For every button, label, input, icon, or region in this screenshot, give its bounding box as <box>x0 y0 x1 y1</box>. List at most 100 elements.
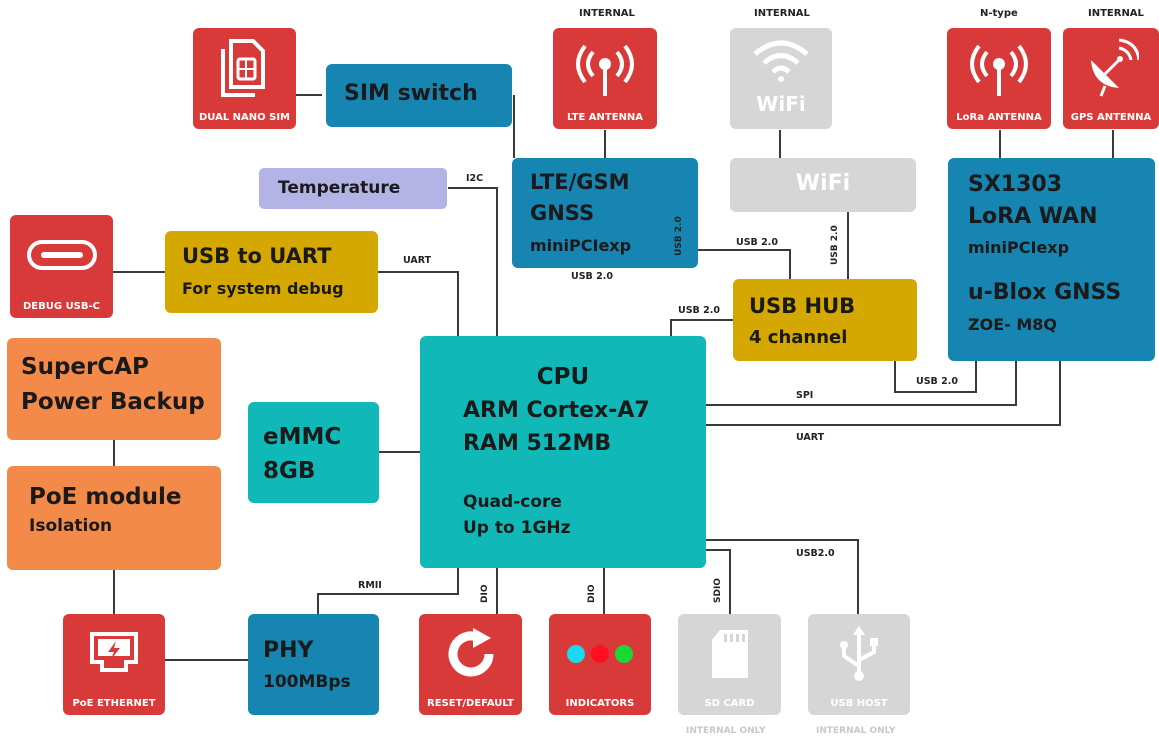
uart-lora-label: UART <box>796 432 825 443</box>
poe-line2: Isolation <box>29 516 113 536</box>
cpu-line1: CPU <box>536 364 590 390</box>
wifi-label: WiFi <box>795 171 851 196</box>
wire-rmii <box>317 568 459 614</box>
sim-switch-label: SIM switch <box>344 81 478 106</box>
cpu-line2: ARM Cortex-A7 <box>463 398 650 423</box>
wire-cpu-hub <box>670 319 733 336</box>
wire-hub-lora <box>894 361 977 393</box>
wire-uart-cpu <box>378 271 459 336</box>
wifi-antenna-label: WiFi <box>756 92 806 116</box>
debug-usb-c-tile: DEBUG USB-C <box>10 215 113 318</box>
emmc-line1: eMMC <box>263 424 342 450</box>
usb-to-uart-block: USB to UART For system debug <box>165 231 378 313</box>
usb-uart-line2: For system debug <box>182 279 344 298</box>
lte-antenna-header: INTERNAL <box>579 8 635 19</box>
poe-line1: PoE module <box>29 484 182 510</box>
cpu-line3: RAM 512MB <box>463 431 612 456</box>
lora-antenna-header: N-type <box>980 8 1018 19</box>
emmc-block: eMMC 8GB <box>248 402 379 503</box>
antenna-icon <box>553 34 657 102</box>
wifi-antenna-header: INTERNAL <box>754 8 810 19</box>
usb-c-icon <box>10 221 113 289</box>
dio-reset-label: DIO <box>480 584 490 603</box>
phy-line2: 100MBps <box>263 672 351 692</box>
sim-switch-block: SIM switch <box>326 64 512 127</box>
usb-lte-vertical-label: USB 2.0 <box>674 216 684 256</box>
lora-line1: SX1303 <box>968 172 1063 197</box>
usb-hub-lte-label: USB 2.0 <box>736 237 778 248</box>
lora-line3: miniPCIexp <box>968 238 1070 257</box>
led-dots-icon <box>549 620 651 688</box>
usb-hub-line2: 4 channel <box>749 327 848 348</box>
satellite-dish-icon <box>1063 34 1159 102</box>
phy-block: PHY 100MBps <box>248 614 379 715</box>
cpu-block: CPU ARM Cortex-A7 RAM 512MB Quad-core Up… <box>420 336 706 568</box>
gps-antenna-tile: GPS ANTENNA <box>1063 28 1159 129</box>
usb-lte-bottom-label: USB 2.0 <box>571 271 613 282</box>
i2c-label: I2C <box>466 173 484 184</box>
usb-host-link-label: USB2.0 <box>796 548 835 559</box>
usb-host-label: USB HOST <box>830 698 888 709</box>
usb-cpu-hub-label: USB 2.0 <box>678 305 720 316</box>
wifi-block: WiFi <box>730 158 916 212</box>
wire-temp-cpu <box>448 187 498 336</box>
lte-line2: GNSS <box>530 201 595 225</box>
sd-card-icon <box>678 620 781 688</box>
wire-spi <box>706 361 1017 406</box>
usb-uart-line1: USB to UART <box>182 244 332 268</box>
lora-antenna-label: LoRa ANTENNA <box>956 112 1042 123</box>
wire-lte-hub <box>698 249 791 279</box>
usb-hub-block: USB HUB 4 channel <box>733 279 917 361</box>
lte-line1: LTE/GSM <box>530 170 630 194</box>
gps-antenna-header: INTERNAL <box>1088 8 1144 19</box>
sd-card-note: INTERNAL ONLY <box>686 726 766 736</box>
wire-usb-host <box>706 539 859 614</box>
phy-line1: PHY <box>263 638 314 663</box>
lora-antenna-tile: LoRa ANTENNA <box>947 28 1051 129</box>
usb-icon <box>808 620 910 688</box>
sim-card-icon <box>193 34 296 102</box>
usb-host-tile: USB HOST <box>808 614 910 715</box>
temperature-block: Temperature <box>259 168 447 209</box>
antenna-icon <box>947 34 1051 102</box>
sd-card-tile: SD CARD <box>678 614 781 715</box>
cpu-line4: Quad-core <box>463 492 562 512</box>
uart-debug-label: UART <box>403 255 432 266</box>
supercap-line2: Power Backup <box>21 389 205 415</box>
supercap-line1: SuperCAP <box>21 354 149 380</box>
usb-lora-label: USB 2.0 <box>916 376 958 387</box>
spi-label: SPI <box>796 390 814 401</box>
usb-wifi-label: USB 2.0 <box>830 225 840 265</box>
wifi-antenna-tile: WiFi <box>730 28 832 129</box>
lora-wan-block: SX1303 LoRA WAN miniPCIexp u-Blox GNSS Z… <box>948 158 1155 361</box>
lte-gsm-block: LTE/GSM GNSS miniPCIexp <box>512 158 698 268</box>
indicators-label: INDICATORS <box>565 698 635 709</box>
rmii-label: RMII <box>358 580 382 591</box>
lora-line4: u-Blox GNSS <box>968 280 1122 305</box>
indicators-tile: INDICATORS <box>549 614 651 715</box>
debug-usb-label: DEBUG USB-C <box>23 301 100 312</box>
usb-host-note: INTERNAL ONLY <box>816 726 896 736</box>
wifi-icon <box>730 32 832 88</box>
reset-default-tile: RESET/DEFAULT <box>419 614 522 715</box>
lte-antenna-label: LTE ANTENNA <box>566 112 644 123</box>
emmc-line2: 8GB <box>263 458 316 484</box>
lte-antenna-tile: LTE ANTENNA <box>553 28 657 129</box>
lte-line3: miniPCIexp <box>530 236 632 255</box>
sdio-label: SDIO <box>713 578 723 603</box>
lora-line2: LoRA WAN <box>968 204 1098 229</box>
poe-module-block: PoE module Isolation <box>7 466 221 570</box>
usb-hub-line1: USB HUB <box>749 294 856 318</box>
gps-antenna-label: GPS ANTENNA <box>1070 112 1152 123</box>
supercap-block: SuperCAP Power Backup <box>7 338 221 440</box>
wire-sdio <box>706 549 731 614</box>
temperature-label: Temperature <box>278 178 401 198</box>
wire-uart-lora <box>706 361 1061 426</box>
poe-ethernet-label: PoE ETHERNET <box>72 698 156 709</box>
ethernet-port-icon <box>63 620 165 688</box>
sim-label: DUAL NANO SIM <box>198 112 291 123</box>
refresh-icon <box>419 620 522 688</box>
dual-nano-sim-tile: DUAL NANO SIM <box>193 28 296 129</box>
cpu-line5: Up to 1GHz <box>463 518 571 538</box>
